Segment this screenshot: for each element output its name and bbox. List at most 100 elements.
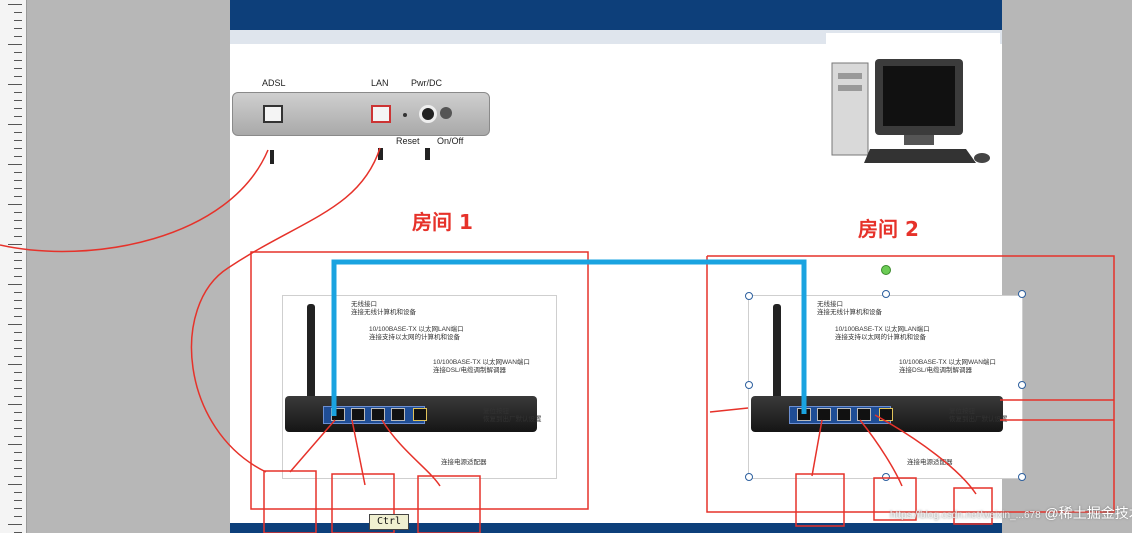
room-1-title: 房间 1 (412, 210, 473, 234)
ruler-tick (8, 524, 22, 525)
router-1-antenna (307, 304, 315, 404)
ruler-tick (8, 404, 22, 405)
router-2-desc-lan: 10/100BASE-TX 以太网LAN端口连接支持以太网的计算机和设备 (835, 326, 930, 341)
router-2-lan-port-4 (857, 408, 871, 421)
adsl-modem[interactable] (232, 92, 490, 136)
ruler-tick (14, 332, 22, 333)
ruler-tick (14, 140, 22, 141)
ctrl-paste-options-tag[interactable]: Ctrl (369, 514, 409, 530)
ruler-tick (14, 452, 22, 453)
resize-handle-right[interactable] (1018, 381, 1026, 389)
ruler-tick (8, 324, 22, 325)
ruler-tick (14, 148, 22, 149)
ruler-tick (8, 84, 22, 85)
ruler-tick (14, 60, 22, 61)
room-2-side-wire (709, 407, 749, 413)
pwr-label: Pwr/DC (411, 78, 442, 88)
ruler-tick (14, 52, 22, 53)
ruler-tick (14, 420, 22, 421)
room-1-wire-1 (289, 419, 336, 473)
room-2-outline (706, 255, 1115, 513)
slide-footer-bar (230, 523, 1002, 533)
ruler-tick (14, 172, 22, 173)
ruler-tick (14, 236, 22, 237)
ruler-tick (14, 460, 22, 461)
ruler-tick (8, 444, 22, 445)
room-1-wire-2 (351, 419, 366, 486)
adsl-label: ADSL (262, 78, 286, 88)
lan-label: LAN (371, 78, 389, 88)
ruler-tick (14, 268, 22, 269)
ruler-tick (14, 68, 22, 69)
ruler-tick (14, 92, 22, 93)
ruler-tick (14, 228, 22, 229)
room-2-device-box-1 (795, 473, 845, 527)
ruler-tick (14, 372, 22, 373)
resize-handle-top-right[interactable] (1018, 290, 1026, 298)
router-1-desc-lan: 10/100BASE-TX 以太网LAN端口连接支持以太网的计算机和设备 (369, 326, 464, 341)
router-2-desc-reset: 复位按钮恢复到出厂默认设置 (949, 408, 1008, 423)
rotate-handle[interactable] (881, 265, 891, 275)
router-1-desc-power: 连接电源适配器 (441, 459, 487, 466)
reset-label: Reset (396, 136, 420, 146)
ruler-tick (14, 428, 22, 429)
router-2-desc-wan: 10/100BASE-TX 以太网WAN端口连接DSL/电缆调制解调器 (899, 359, 996, 374)
ruler-tick (14, 260, 22, 261)
ruler-tick (14, 468, 22, 469)
resize-handle-bottom-left[interactable] (745, 473, 753, 481)
router-1-desc-reset: 复位按钮恢复到出厂默认设置 (483, 408, 542, 423)
ruler-tick (14, 12, 22, 13)
ruler-tick (14, 108, 22, 109)
room-2-wire-2 (859, 419, 903, 487)
computer-icon (831, 59, 990, 163)
resize-handle-top[interactable] (882, 290, 890, 298)
ruler-tick (8, 44, 22, 45)
ruler-tick (14, 188, 22, 189)
ruler-tick (8, 284, 22, 285)
resize-handle-bottom[interactable] (882, 473, 890, 481)
room-2-title: 房间 2 (858, 217, 919, 241)
ruler-tick (8, 164, 22, 165)
ruler-tick (14, 436, 22, 437)
ruler-tick (14, 36, 22, 37)
resize-handle-left[interactable] (745, 381, 753, 389)
on-off-button (440, 107, 452, 119)
resize-handle-bottom-right[interactable] (1018, 473, 1026, 481)
ruler-tick (14, 492, 22, 493)
ruler-tick (14, 196, 22, 197)
ruler-tick (14, 516, 22, 517)
ruler-tick (14, 388, 22, 389)
ruler-tick (8, 244, 22, 245)
router-1-lan-port-3 (371, 408, 385, 421)
ruler-tick (14, 348, 22, 349)
adsl-port (263, 105, 283, 123)
onoff-label: On/Off (437, 136, 464, 146)
room-1-outline (250, 251, 589, 510)
router-1-desc-wireless: 无线接口连接无线计算机和设备 (351, 301, 416, 316)
router-1-desc-wan: 10/100BASE-TX 以太网WAN端口连接DSL/电缆调制解调器 (433, 359, 530, 374)
resize-handle-top-left[interactable] (745, 292, 753, 300)
ruler-tick (8, 484, 22, 485)
ruler-tick (14, 116, 22, 117)
slide-header-bar (230, 0, 1002, 30)
router-2-desc-wireless: 无线接口连接无线计算机和设备 (817, 301, 882, 316)
ruler-tick (14, 28, 22, 29)
room-2-wire-3 (874, 414, 977, 495)
blue-cable-between-rooms (331, 259, 807, 416)
router-2-diagram[interactable]: 无线接口连接无线计算机和设备 10/100BASE-TX 以太网LAN端口连接支… (748, 295, 1023, 479)
ruler-tick (14, 220, 22, 221)
ruler-tick (8, 124, 22, 125)
ruler-tick (14, 300, 22, 301)
desktop-computer-image (826, 33, 1000, 173)
router-1-diagram[interactable]: 无线接口连接无线计算机和设备 10/100BASE-TX 以太网LAN端口连接支… (282, 295, 557, 479)
reset-button (403, 113, 407, 117)
ruler-tick (14, 476, 22, 477)
room-2-wire-1 (811, 419, 823, 477)
lan-cable-plug (378, 148, 383, 160)
ruler-tick (14, 100, 22, 101)
ruler-tick (8, 4, 22, 5)
vertical-ruler[interactable] (0, 0, 27, 533)
adsl-cable-plug (270, 150, 274, 164)
ruler-tick (14, 308, 22, 309)
